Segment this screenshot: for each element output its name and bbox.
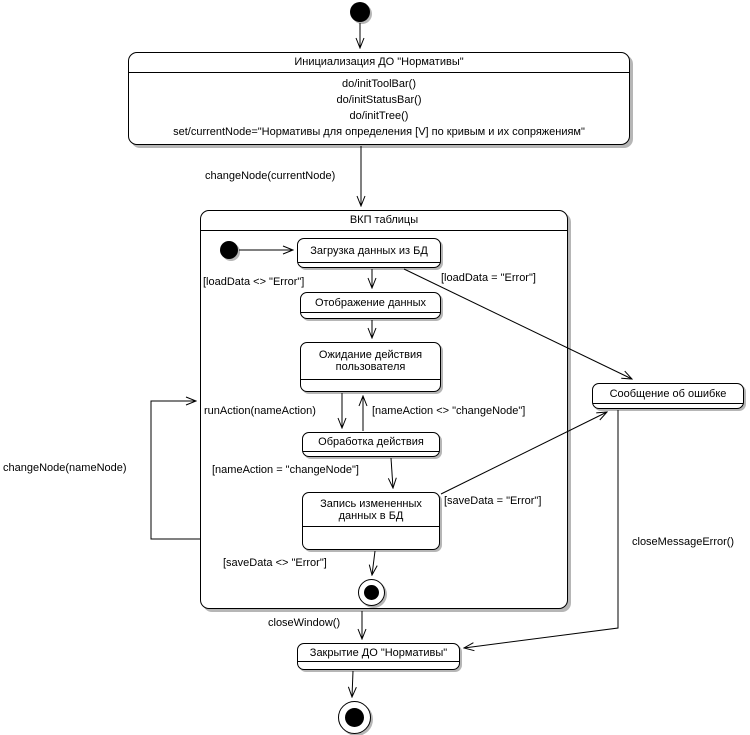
inner-initial-state-dot	[220, 241, 238, 259]
state-load-data: Загрузка данных из БД	[297, 238, 441, 268]
final-state-core	[364, 585, 379, 600]
transition-close-to-end	[352, 670, 353, 697]
action-init-statusbar: do/initStatusBar()	[336, 94, 422, 106]
state-label: Отображение данных	[301, 293, 440, 313]
label-closewindow: closeWindow()	[268, 617, 341, 630]
action-init-toolbar: do/initToolBar()	[342, 78, 416, 90]
state-label: Сообщение об ошибке	[593, 384, 743, 404]
end-final-state	[338, 701, 371, 734]
label-nameaction-eq-changenode: [nameAction = "changeNode"]	[212, 464, 359, 477]
state-internal-actions: do/initToolBar() do/initStatusBar() do/i…	[129, 73, 629, 140]
transition-vkp-self-loop	[150, 401, 200, 540]
state-close-normativy: Закрытие ДО "Нормативы"	[297, 643, 460, 670]
action-set-currentnode: set/currentNode="Нормативы для определен…	[173, 126, 585, 138]
label-closemessageerror: closeMessageError()	[632, 536, 735, 549]
action-init-tree: do/initTree()	[349, 110, 409, 122]
label-runaction: runAction(nameAction)	[204, 405, 316, 418]
composite-state-title: ВКП таблицы	[201, 211, 567, 231]
state-save-data: Запись измененных данных в БД	[302, 492, 440, 550]
label-savedata-error: [saveData = "Error"]	[444, 495, 542, 508]
label-changenode-currentnode: changeNode(currentNode)	[205, 170, 336, 183]
state-title: Инициализация ДО "Нормативы"	[129, 53, 629, 73]
initial-state-dot	[350, 2, 370, 22]
label-loaddata-error: [loadData = "Error"]	[441, 272, 536, 285]
state-error-message: Сообщение об ошибке	[592, 383, 744, 409]
final-state-core	[345, 708, 364, 727]
state-label: Загрузка данных из БД	[298, 239, 440, 263]
state-label: Ожидание действия пользователя	[301, 343, 440, 380]
label-changenode-namenode: changeNode(nameNode)	[3, 462, 127, 475]
label-nameaction-ne-changenode: [nameAction <> "changeNode"]	[372, 405, 526, 418]
state-wait-user-action: Ожидание действия пользователя	[300, 342, 441, 392]
state-process-action: Обработка действия	[302, 432, 440, 457]
state-label: Обработка действия	[303, 433, 439, 452]
state-label: Запись измененных данных в БД	[303, 493, 439, 527]
state-label: Закрытие ДО "Нормативы"	[298, 644, 459, 662]
label-savedata-ok: [saveData <> "Error"]	[223, 557, 327, 570]
inner-final-state	[358, 579, 385, 606]
state-init-normativy: Инициализация ДО "Нормативы" do/initTool…	[128, 52, 630, 145]
state-display-data: Отображение данных	[300, 292, 441, 319]
label-loaddata-ok: [loadData <> "Error"]	[203, 276, 305, 289]
